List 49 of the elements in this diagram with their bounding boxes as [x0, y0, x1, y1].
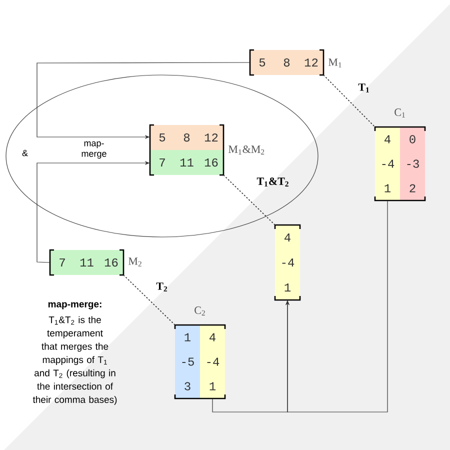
matrix: 7 11 16 — [49, 249, 124, 276]
node-label: -4 — [382, 160, 394, 168]
dotted-line — [123, 274, 176, 326]
dotted-line — [223, 174, 276, 226]
node-label: 4 — [384, 135, 390, 144]
note-heading: map-merge: — [48, 302, 102, 310]
arrow — [285, 200, 388, 412]
node-label: 2 — [410, 184, 416, 192]
node-label: 16 — [204, 158, 218, 167]
node-label: 8 — [284, 58, 290, 67]
matrix: 4 -4 1 — [274, 224, 301, 301]
node-label: 12 — [204, 133, 218, 142]
node-label: 11 — [80, 258, 94, 266]
node-label: 1 — [284, 284, 291, 292]
node-label: 1 — [384, 184, 391, 192]
node-label: 1 — [184, 333, 191, 342]
matrix: 4 0 -4 -3 1 2 — [374, 126, 426, 202]
matrix: 5 8 12 — [249, 49, 324, 76]
node-label: -4 — [207, 358, 220, 366]
node-label: 7 — [160, 158, 165, 166]
node-label: 0 — [410, 135, 416, 144]
node-label: 5 — [159, 133, 166, 142]
edge-label: T$_{2}$ — [156, 282, 167, 292]
node-label: -5 — [182, 358, 194, 366]
matrix-name: M$_{1}$ — [328, 58, 342, 68]
node-label: 5 — [259, 58, 266, 67]
matrix: 1 4 -5 -4 3 1 — [174, 324, 226, 400]
node-label: 11 — [180, 158, 194, 166]
matrix-name: M$_{1}$&M$_{2}$ — [228, 146, 264, 154]
operator-symbol: & — [22, 150, 28, 156]
matrix-name: C$_{1}$ — [394, 108, 405, 118]
node-label: 4 — [284, 234, 290, 242]
dotted-line — [323, 74, 376, 128]
node-label: 12 — [304, 58, 318, 67]
edge-label: T$_{1}$ — [358, 84, 369, 92]
node-label: 4 — [210, 333, 216, 342]
matrix-name: M$_{2}$ — [128, 258, 142, 266]
node-label: 7 — [60, 258, 65, 266]
node-label: -4 — [282, 258, 294, 266]
matrix: 5 8 12 7 11 16 — [149, 124, 224, 176]
node-label: -3 — [407, 160, 419, 168]
operation-label: map-merge — [82, 141, 106, 159]
matrix-name: C$_{2}$ — [194, 306, 205, 316]
node-label: 3 — [184, 382, 190, 390]
note-text: T$_{1}$&T$_{2}$ is the temperament that merges the mappings of T$_{1}$ and T$_{2}$ (resulting in the intersection of their comma bases) — [32, 316, 117, 405]
edge-label: T$_{1}$&T$_{2}$ — [256, 178, 288, 186]
node-label: 16 — [104, 258, 118, 267]
node-label: 1 — [210, 382, 216, 390]
node-label: 8 — [184, 133, 190, 142]
